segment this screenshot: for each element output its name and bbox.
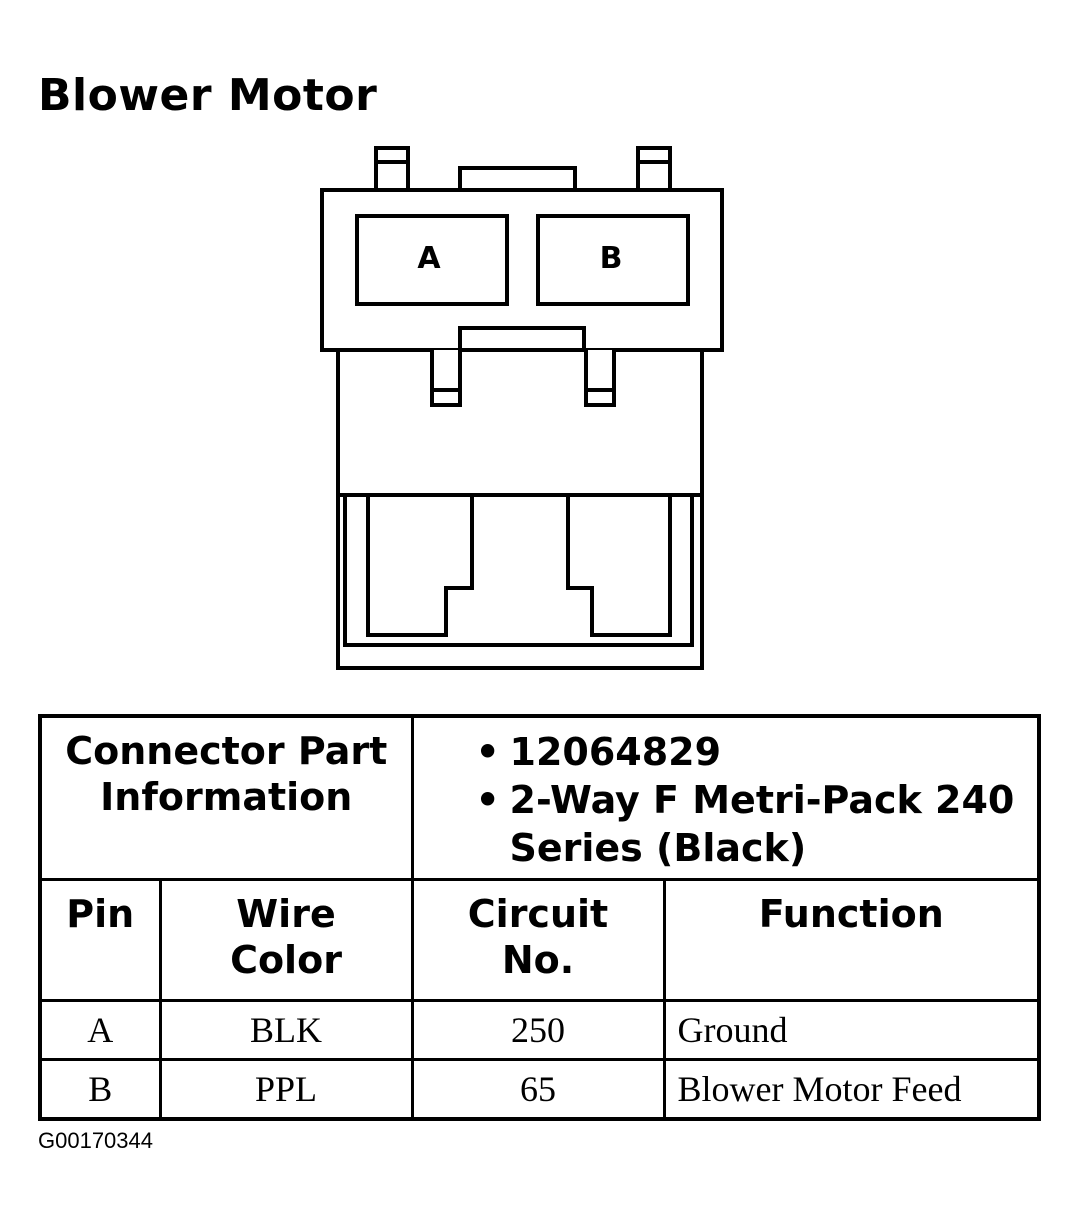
top-center-key <box>458 166 577 192</box>
part-number: 12064829 <box>509 730 722 774</box>
cavity-b <box>536 214 690 306</box>
header-circuit-no: Circuit No. <box>410 878 666 1002</box>
terminal-block-left <box>366 495 474 637</box>
top-latch-left <box>374 146 410 192</box>
part-info-label: Connector Part Information <box>38 714 414 881</box>
connector-series: Series (Black) <box>509 826 807 870</box>
wire-color-cell: PPL <box>158 1058 414 1121</box>
page-title: Blower Motor <box>38 70 378 121</box>
function-cell: Ground <box>662 999 1041 1061</box>
lower-latch-right <box>584 350 616 407</box>
lower-body <box>336 348 704 670</box>
circuit-cell: 250 <box>410 999 666 1061</box>
top-latch-right <box>636 146 672 192</box>
part-info-row: Connector Part Information • 12064829 • … <box>38 714 1041 881</box>
cavity-a <box>355 214 509 306</box>
cavity-a-label: A <box>417 241 441 276</box>
inner-frame-left <box>343 495 694 647</box>
connector-info-table: Connector Part Information • 12064829 • … <box>38 714 1041 1121</box>
header-wire-color: Wire Color <box>158 878 414 1002</box>
pin-cell: B <box>38 1058 162 1121</box>
function-cell: Blower Motor Feed <box>662 1058 1041 1121</box>
bullet-connector-type: • 2-Way F Metri-Pack 240 <box>475 778 1015 822</box>
table-row: A BLK 250 Ground <box>38 999 1041 1061</box>
part-info-details: • 12064829 • 2-Way F Metri-Pack 240 Seri… <box>410 714 1041 881</box>
connector-type: 2-Way F Metri-Pack 240 <box>509 778 1015 822</box>
cavity-b-label: B <box>600 241 623 276</box>
figure-id: G00170344 <box>38 1128 153 1153</box>
circuit-cell: 65 <box>410 1058 666 1121</box>
center-key <box>458 326 586 352</box>
header-pin: Pin <box>38 878 162 1002</box>
terminal-block-right <box>566 495 672 637</box>
part-info-label-line1: Connector Part <box>65 729 388 773</box>
column-header-row: Pin Wire Color Circuit No. Function <box>38 878 1041 1002</box>
wire-color-cell: BLK <box>158 999 414 1061</box>
lower-latch-left <box>430 350 462 407</box>
pin-cell: A <box>38 999 162 1061</box>
connector-diagram: A B <box>320 146 724 670</box>
part-info-label-line2: Information <box>100 775 353 819</box>
bullet-part-number: • 12064829 <box>475 730 722 774</box>
header-function: Function <box>662 878 1041 1002</box>
table-row: B PPL 65 Blower Motor Feed <box>38 1058 1041 1121</box>
